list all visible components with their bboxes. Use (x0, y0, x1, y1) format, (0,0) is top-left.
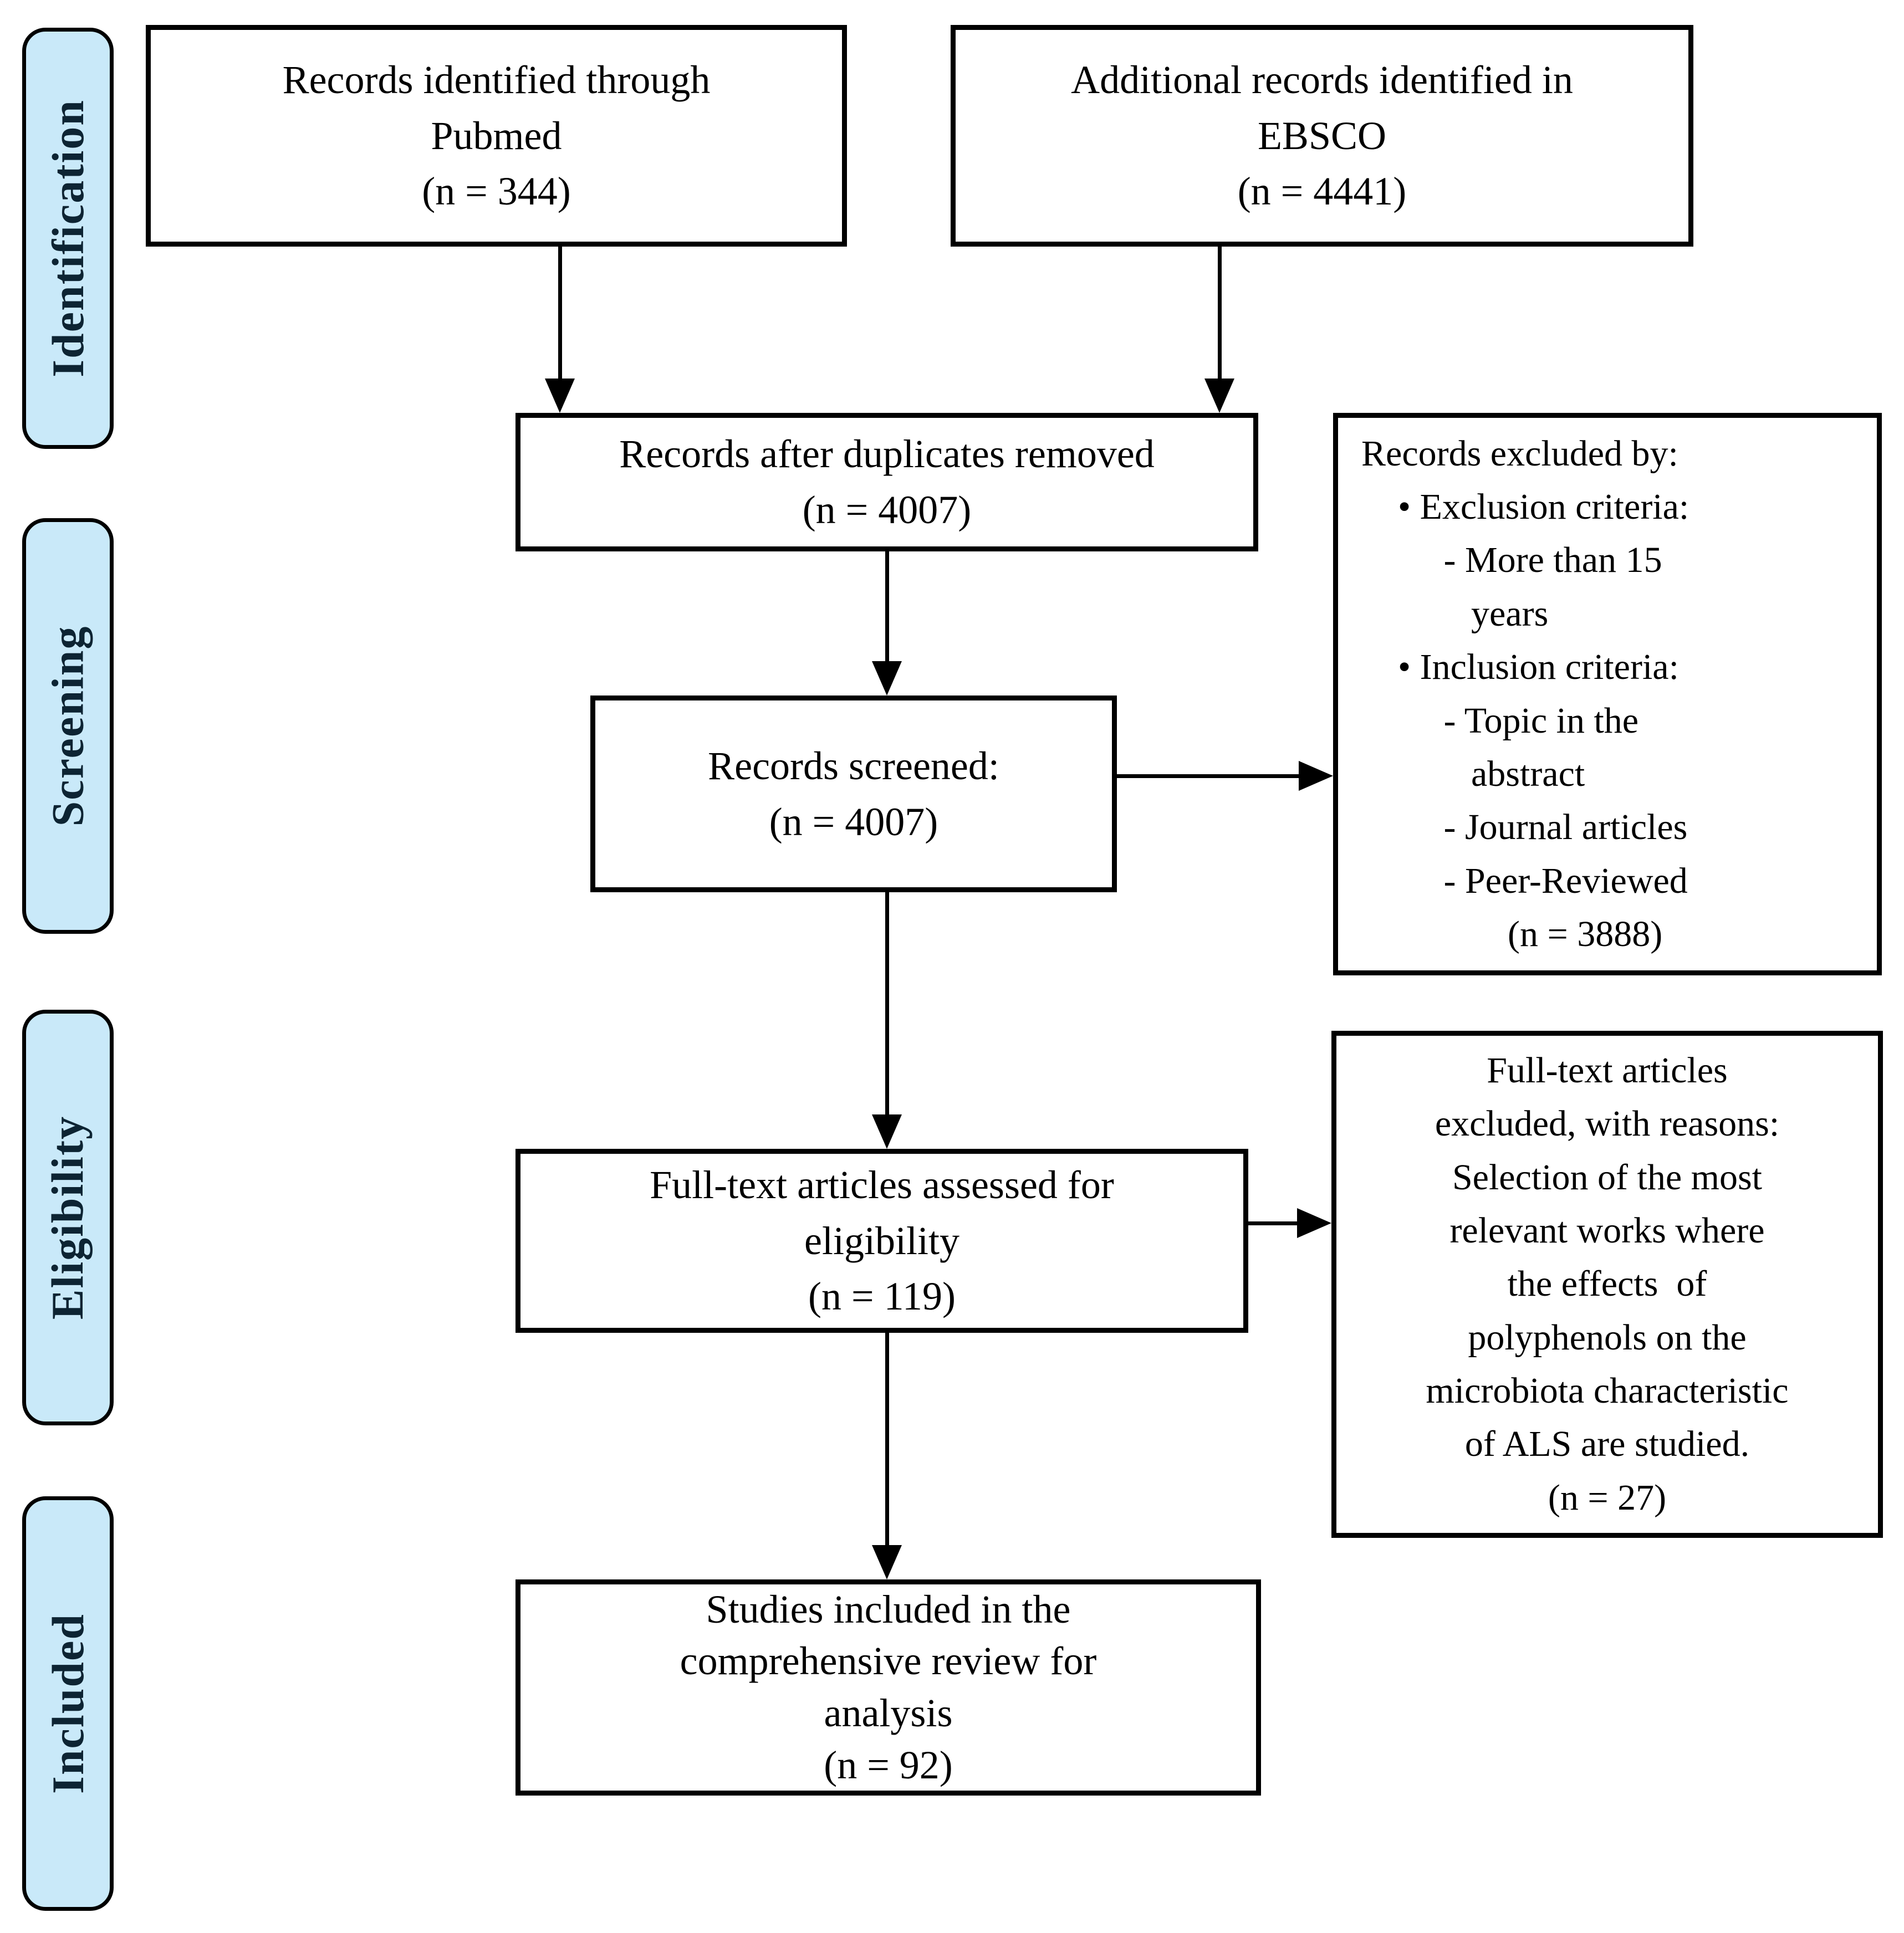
stage-label-screening: Screening (22, 518, 114, 934)
arrow-head-down-icon (1204, 379, 1234, 413)
arrow-head-right-icon (1297, 1208, 1331, 1238)
box-additional-records-ebsco: Additional records identified in EBSCO (… (951, 25, 1693, 247)
stage-label-identification-text: Identification (42, 99, 93, 377)
arrow-line (885, 1333, 889, 1545)
arrow-head-down-icon (872, 1545, 902, 1579)
arrow-head-down-icon (545, 379, 575, 413)
arrow-line (1218, 247, 1222, 379)
box-fulltext-excluded: Full-text articles excluded, with reason… (1331, 1031, 1883, 1538)
box-records-excluded: Records excluded by: • Exclusion criteri… (1333, 413, 1882, 975)
stage-label-identification: Identification (22, 28, 114, 449)
stage-label-screening-text: Screening (42, 625, 93, 827)
stage-label-included: Included (22, 1496, 114, 1911)
arrow-line (1248, 1221, 1297, 1225)
box-studies-included: Studies included in the comprehensive re… (515, 1579, 1261, 1796)
arrow-head-down-icon (872, 1114, 902, 1149)
stage-label-eligibility: Eligibility (22, 1010, 114, 1425)
arrow-line (885, 892, 889, 1114)
box-records-after-duplicates-removed: Records after duplicates removed (n = 40… (515, 413, 1258, 551)
arrow-head-down-icon (872, 661, 902, 696)
arrow-line (1117, 774, 1299, 778)
box-records-identified-pubmed: Records identified through Pubmed (n = 3… (146, 25, 847, 247)
arrow-head-right-icon (1299, 761, 1333, 791)
arrow-line (885, 551, 889, 661)
box-fulltext-assessed: Full-text articles assessed for eligibil… (515, 1149, 1248, 1333)
arrow-line (558, 247, 562, 379)
stage-label-included-text: Included (42, 1613, 93, 1794)
box-records-screened: Records screened: (n = 4007) (590, 696, 1117, 892)
stage-label-eligibility-text: Eligibility (42, 1115, 93, 1320)
